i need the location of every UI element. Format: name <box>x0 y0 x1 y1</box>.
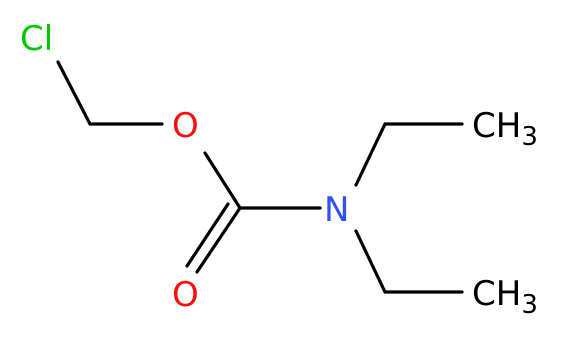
methyl-upper-label: CH3 <box>472 106 538 152</box>
bonds <box>56 60 464 294</box>
bond-n-ch2-upper <box>354 122 387 187</box>
methyl-upper-subscript: 3 <box>521 122 538 152</box>
methyl-lower-main: CH <box>472 274 521 314</box>
bond-o-c <box>203 151 242 210</box>
bond-n-ch2-lower <box>354 229 387 294</box>
chlorine-atom-label: Cl <box>20 19 53 59</box>
methyl-lower-subscript: 3 <box>521 290 538 320</box>
bond-c-o-double-a <box>195 206 242 274</box>
ether-oxygen-atom-label: O <box>172 106 199 146</box>
methyl-lower-label: CH3 <box>472 274 538 320</box>
nitrogen-atom-label: N <box>324 190 349 230</box>
bond-c-o-double-b <box>185 202 230 268</box>
carbonyl-oxygen-atom-label: O <box>172 275 199 315</box>
methyl-upper-main: CH <box>472 106 521 146</box>
bond-cl-ch2 <box>56 60 92 126</box>
